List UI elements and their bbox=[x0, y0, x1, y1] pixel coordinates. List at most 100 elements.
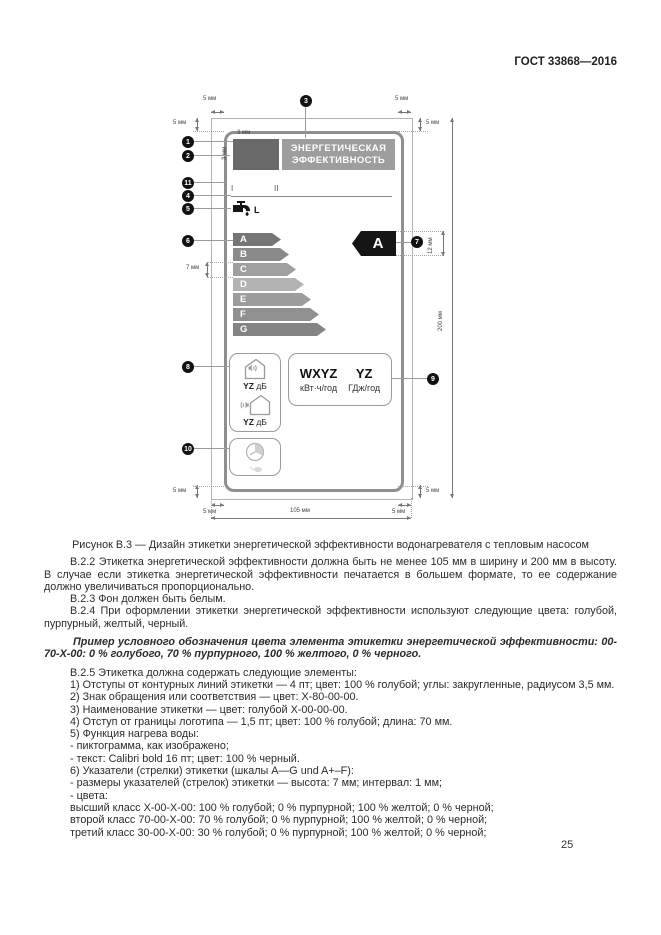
callout-leader bbox=[194, 208, 231, 209]
callout-5: 5 bbox=[182, 203, 194, 215]
noise-outdoor-value: YZ дБ bbox=[243, 417, 267, 427]
list-item: - пиктограмма, как изображено; bbox=[70, 740, 229, 753]
list-item: - текст: Calibri bold 16 пт; цвет: 100 %… bbox=[70, 752, 300, 765]
extension-line bbox=[211, 498, 212, 518]
extension-line bbox=[207, 277, 233, 278]
house-noise-outdoor-icon bbox=[240, 395, 271, 416]
list-item: 5) Функция нагрева воды: bbox=[70, 728, 199, 741]
callout-leader bbox=[194, 195, 231, 196]
callout-10: 10 bbox=[182, 443, 194, 455]
dim-line bbox=[211, 110, 224, 114]
list-item: - цвета: bbox=[70, 789, 108, 802]
noise-outdoor-unit: дБ bbox=[256, 417, 267, 428]
dim-label-3mm-h: 3 мм bbox=[237, 130, 251, 136]
dim-label-200mm: 200 мм bbox=[438, 311, 444, 331]
document-standard-number: ГОСТ 33868—2016 bbox=[514, 56, 617, 68]
callout-leader bbox=[194, 448, 229, 449]
callout-leader bbox=[305, 107, 306, 138]
dim-line bbox=[195, 118, 199, 131]
energy-gj-unit: ГДж/год bbox=[348, 383, 381, 393]
dim-label-7mm: 7 мм bbox=[186, 265, 200, 271]
label-title-line1: ЭНЕРГЕТИЧЕСКАЯ bbox=[290, 142, 387, 154]
paragraph-b25: В.2.5 Этикетка должна содержать следующи… bbox=[70, 666, 357, 679]
callout-7: 7 bbox=[411, 236, 423, 248]
paragraph-b23: В.2.3 Фон должен быть белым. bbox=[70, 593, 226, 606]
energy-kwh-column: WXYZ кВт·ч/год bbox=[300, 366, 338, 393]
callout-leader bbox=[194, 182, 227, 183]
callout-11: 11 bbox=[182, 177, 194, 189]
dim-line bbox=[211, 503, 224, 507]
scale-arrow-f: F bbox=[233, 308, 319, 321]
callout-1: 1 bbox=[182, 136, 194, 148]
dim-label-105mm: 105 мм bbox=[290, 508, 310, 514]
dim-line bbox=[398, 503, 411, 507]
dim-line bbox=[418, 485, 422, 498]
list-item: - размеры указателей (стрелок) этикетки … bbox=[70, 777, 443, 790]
paragraph-example: Пример условного обозначения цвета элеме… bbox=[44, 636, 617, 661]
scale-arrow-d: D bbox=[233, 278, 304, 291]
figure-b3-diagram: ЭНЕРГЕТИЧЕСКАЯ ЭФФЕКТИВНОСТЬ 3 мм 3 мм I… bbox=[173, 95, 454, 520]
class-indicator-arrow: A bbox=[352, 231, 396, 256]
body-text: Рисунок В.3 — Дизайн этикетки энергетиче… bbox=[44, 539, 617, 839]
page-number: 25 bbox=[561, 839, 574, 851]
logo-boundary-line bbox=[231, 196, 392, 197]
extension-line bbox=[193, 131, 224, 132]
noise-indoor-number: YZ bbox=[243, 380, 254, 391]
scale-letter: G bbox=[240, 324, 248, 335]
callout-9: 9 bbox=[427, 373, 439, 385]
paragraph-b22: В.2.2 Этикетка энергетической эффективно… bbox=[44, 556, 617, 593]
scale-arrow-b: B bbox=[233, 248, 289, 261]
dim-label-5mm: 5 мм bbox=[426, 488, 440, 494]
tap-icon bbox=[230, 199, 254, 224]
energy-kwh-unit: кВт·ч/год bbox=[300, 383, 338, 393]
dim-label-12mm: 12 мм bbox=[428, 237, 434, 254]
scale-letter: B bbox=[240, 249, 247, 260]
noise-indoor-unit: дБ bbox=[256, 380, 267, 391]
callout-2: 2 bbox=[182, 150, 194, 162]
scale-letter: E bbox=[240, 294, 247, 305]
list-item: 1) Отступы от контурных линий этикетки —… bbox=[70, 678, 615, 691]
scale-letter: F bbox=[240, 309, 246, 320]
list-item: 4) Отступ от границы логотипа — 1,5 пт; … bbox=[70, 715, 453, 728]
extension-line bbox=[411, 498, 412, 518]
scale-arrow-c: C bbox=[233, 263, 296, 276]
callout-8: 8 bbox=[182, 361, 194, 373]
extension-line bbox=[207, 262, 233, 263]
scale-arrow-a: A bbox=[233, 233, 281, 246]
extension-line bbox=[396, 255, 443, 256]
dim-label-5mm: 5 мм bbox=[395, 96, 409, 102]
extension-line bbox=[398, 131, 428, 132]
list-item: 6) Указатели (стрелки) этикетки (шкалы A… bbox=[70, 765, 354, 778]
label-outer-contour bbox=[211, 118, 413, 500]
noise-outdoor-number: YZ bbox=[243, 417, 254, 428]
load-profile-letter: L bbox=[254, 205, 260, 215]
house-noise-indoor-icon bbox=[244, 358, 266, 379]
callout-4: 4 bbox=[182, 190, 194, 202]
scale-letter: D bbox=[240, 279, 247, 290]
extension-line bbox=[396, 231, 443, 232]
callout-leader bbox=[194, 155, 230, 156]
extension-line bbox=[398, 486, 428, 487]
dim-label-5mm: 5 мм bbox=[203, 509, 217, 515]
list-item: высший класс Х-00-Х-00: 100 % голубой; 0… bbox=[70, 801, 494, 814]
dim-label-5mm: 5 мм bbox=[173, 488, 187, 494]
callout-leader bbox=[392, 378, 427, 379]
dim-label-5mm: 5 мм bbox=[426, 120, 440, 126]
section-marker-2: II bbox=[274, 184, 279, 193]
energy-gj-column: YZ ГДж/год bbox=[348, 366, 380, 393]
energy-gj-value: YZ bbox=[355, 366, 373, 381]
dim-label-3mm-v: 3 мм bbox=[222, 146, 228, 160]
efficiency-scale: A B C D E F G bbox=[233, 233, 343, 338]
dim-label-5mm: 5 мм bbox=[203, 96, 217, 102]
paragraph-b24: В.2.4 При оформлении этикетки энергетиче… bbox=[44, 605, 617, 630]
logo-placeholder bbox=[233, 139, 279, 170]
callout-6: 6 bbox=[182, 235, 194, 247]
dim-line bbox=[450, 118, 454, 498]
dim-label-5mm: 5 мм bbox=[173, 120, 187, 126]
list-item: 3) Наименование этикетки — цвет: голубой… bbox=[70, 703, 348, 716]
callout-leader bbox=[194, 141, 233, 142]
dim-label-5mm: 5 мм bbox=[392, 509, 406, 515]
scale-arrow-e: E bbox=[233, 293, 311, 306]
list-item: третий класс 30-00-Х-00: 30 % голубой; 0… bbox=[70, 826, 487, 839]
